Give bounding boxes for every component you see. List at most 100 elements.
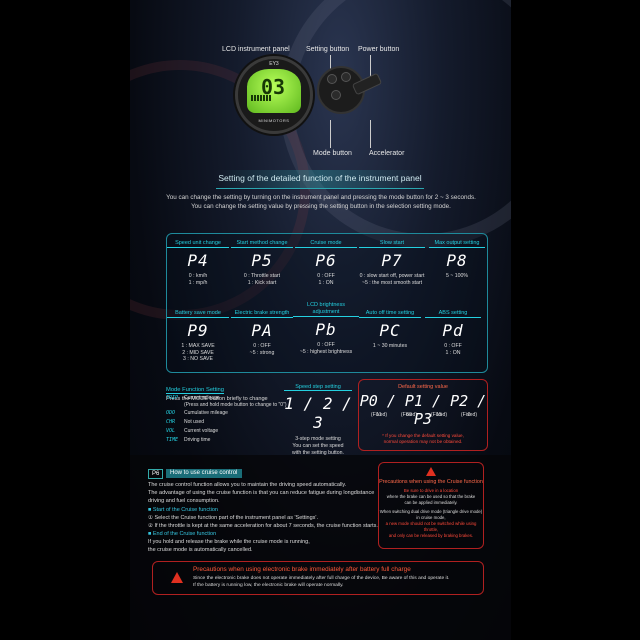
setting-title: Electric brake strength (231, 310, 293, 318)
cruise-end-line: the cruise mode is automatically cancell… (148, 547, 253, 553)
setting-code: P8 (446, 251, 468, 270)
precaution-line: where the brake can be used so that the … (386, 493, 476, 499)
cruise-end-line: If you hold and release the brake while … (148, 539, 310, 545)
lcd-screen: 03 (247, 69, 301, 113)
setting-title: LCD brightness adjustment (293, 302, 359, 318)
mode-desc: Driving time (184, 437, 211, 443)
mode-button-icon (331, 90, 341, 100)
device-model: EY3 (269, 61, 279, 67)
callout-line-power (370, 55, 371, 77)
setting-code: PA (251, 321, 273, 340)
battery-bars-icon (251, 95, 271, 101)
setting-values: 0 : km/h 1 : mp/h (188, 273, 208, 286)
cruise-start-line: ① Select the Cruise function part of the… (148, 515, 318, 521)
setting-code: Pd (442, 321, 464, 340)
setting-code: Pb (315, 320, 337, 340)
default-setting-title: Default setting value (398, 384, 448, 390)
setting-values: 1 ~ 30 minutes (372, 343, 408, 349)
setting-title: Battery save mode (167, 310, 229, 318)
default-num: 11 (376, 412, 382, 418)
background-dial (280, 0, 511, 248)
mode-key: TRIP (166, 395, 179, 401)
setting-pb: LCD brightness adjustment Pb 0 : OFF ~5 … (293, 302, 359, 355)
mode-key: TIME (166, 437, 179, 443)
precaution-line: and only can be released by braking brak… (388, 532, 474, 538)
default-note: (Fixed) (430, 412, 448, 418)
speed-step-title: Speed step setting (284, 384, 352, 391)
mode-desc: (Press and hold mode button to change to… (184, 402, 287, 408)
default-setting-codes: P0 / P1 / P2 / P3 (359, 392, 487, 428)
setting-p4: Speed unit change P4 0 : km/h 1 : mp/h (167, 240, 229, 286)
brake-warning-title: Precautions when using electronic brake … (193, 566, 411, 573)
mode-function-box: Mode Function Setting Press the MODE but… (166, 378, 287, 450)
callout-line-setting (330, 55, 331, 77)
cruise-line: driving and fuel consumption. (148, 498, 220, 504)
speed-step-line: You can set the speed (292, 442, 344, 449)
setting-p5: Start method change P5 0 : Throttle star… (231, 240, 293, 286)
intro-line-2: You can change the setting value by pres… (191, 203, 451, 210)
mode-desc: Not used (184, 419, 205, 425)
callout-line-mode (330, 120, 331, 148)
mode-row: VOL Current voltage (166, 428, 218, 434)
setting-values: 0 : slow start off, power start ~5 : the… (359, 273, 425, 286)
default-note: (Fixed) (400, 412, 418, 418)
setting-p8: Max output setting P8 5 ~ 100% (429, 240, 485, 280)
setting-values: 0 : OFF ~5 : strong (249, 343, 275, 356)
mode-desc: Cumulative mileage (184, 410, 228, 416)
default-num: 60 (406, 412, 412, 418)
throttle-control (313, 58, 383, 118)
default-warning-line: * If you change the default setting valu… (382, 433, 464, 438)
speed-step-line: with the setting button. (292, 449, 344, 456)
callout-accelerator: Accelerator (369, 150, 405, 157)
mode-function-title: Mode Function Setting (166, 387, 225, 394)
lcd-instrument-panel: EY3 03 MINIMOTORS (235, 56, 313, 134)
setting-button-icon (327, 74, 337, 84)
brake-warning-line: If the battery is running low, the elect… (193, 582, 344, 588)
cruise-line: The cruise control function allows you t… (148, 482, 347, 488)
mode-function-subtitle: Press the MODE button briefly to change (166, 396, 268, 402)
setting-title: Start method change (231, 240, 293, 248)
speed-step-desc: 3-step mode setting You can set the spee… (284, 436, 352, 456)
setting-values: 0 : OFF 1 : ON (317, 273, 335, 286)
mode-key: ODO (166, 410, 176, 416)
setting-p7: Slow start P7 0 : slow start off, power … (359, 240, 425, 286)
callout-power: Power button (358, 46, 400, 53)
setting-code: P9 (187, 321, 209, 340)
cruise-heading: How to use cruise control (166, 469, 242, 478)
setting-code: P6 (315, 251, 337, 270)
settings-panel: Speed unit change P4 0 : km/h 1 : mp/h S… (166, 233, 488, 373)
setting-code: P5 (251, 251, 273, 270)
default-warning-line: normal operation may not be obtained. (383, 438, 463, 444)
precaution-line: When switching dual drive mode (triangle… (379, 509, 483, 515)
setting-values: 0 : OFF 1 : ON (444, 343, 462, 356)
default-num: 0 (467, 412, 471, 418)
section-banner: Setting of the detailed function of the … (216, 170, 424, 189)
setting-values: 5 ~ 100% (445, 273, 469, 279)
speed-step-line: 3-step mode setting (295, 436, 341, 442)
warning-icon (171, 572, 183, 583)
setting-code: P4 (187, 251, 209, 270)
setting-pd: ABS setting Pd 0 : OFF 1 : ON (425, 310, 481, 356)
cruise-tag: P6 (148, 469, 164, 479)
section-title: Setting of the detailed function of the … (218, 173, 422, 183)
setting-pc: Auto off time setting PC 1 ~ 30 minutes (359, 310, 421, 350)
cruise-start-line: ② If the throttle is kept at the same ac… (148, 523, 378, 529)
mode-desc: Current voltage (184, 428, 219, 434)
default-note: (Fixed) (370, 412, 388, 418)
brake-warning-box: Precautions when using electronic brake … (152, 561, 484, 595)
cruise-start-title: ■ Start of the Cruise function (148, 507, 218, 513)
mode-key: VOL (166, 428, 176, 434)
default-setting-box: Default setting value P0 / P1 / P2 / P3 … (358, 379, 488, 451)
mode-row: ODO Cumulative mileage (166, 410, 228, 416)
precaution-line: can be applied immediately. (404, 499, 458, 505)
cruise-line: The advantage of using the cruise functi… (148, 490, 375, 496)
setting-values: 0 : OFF ~5 : highest brightness (299, 342, 353, 355)
precaution-line: in cruise mode, (416, 515, 446, 521)
default-num: 15 (436, 412, 442, 418)
setting-p9: Battery save mode P9 1 : MAX SAVE 2 : MI… (167, 310, 229, 363)
intro-line-1: You can change the setting by turning on… (166, 194, 476, 201)
cruise-precautions-body: Be sure to drive in a location where the… (379, 488, 483, 538)
setting-title: Slow start (359, 240, 425, 248)
